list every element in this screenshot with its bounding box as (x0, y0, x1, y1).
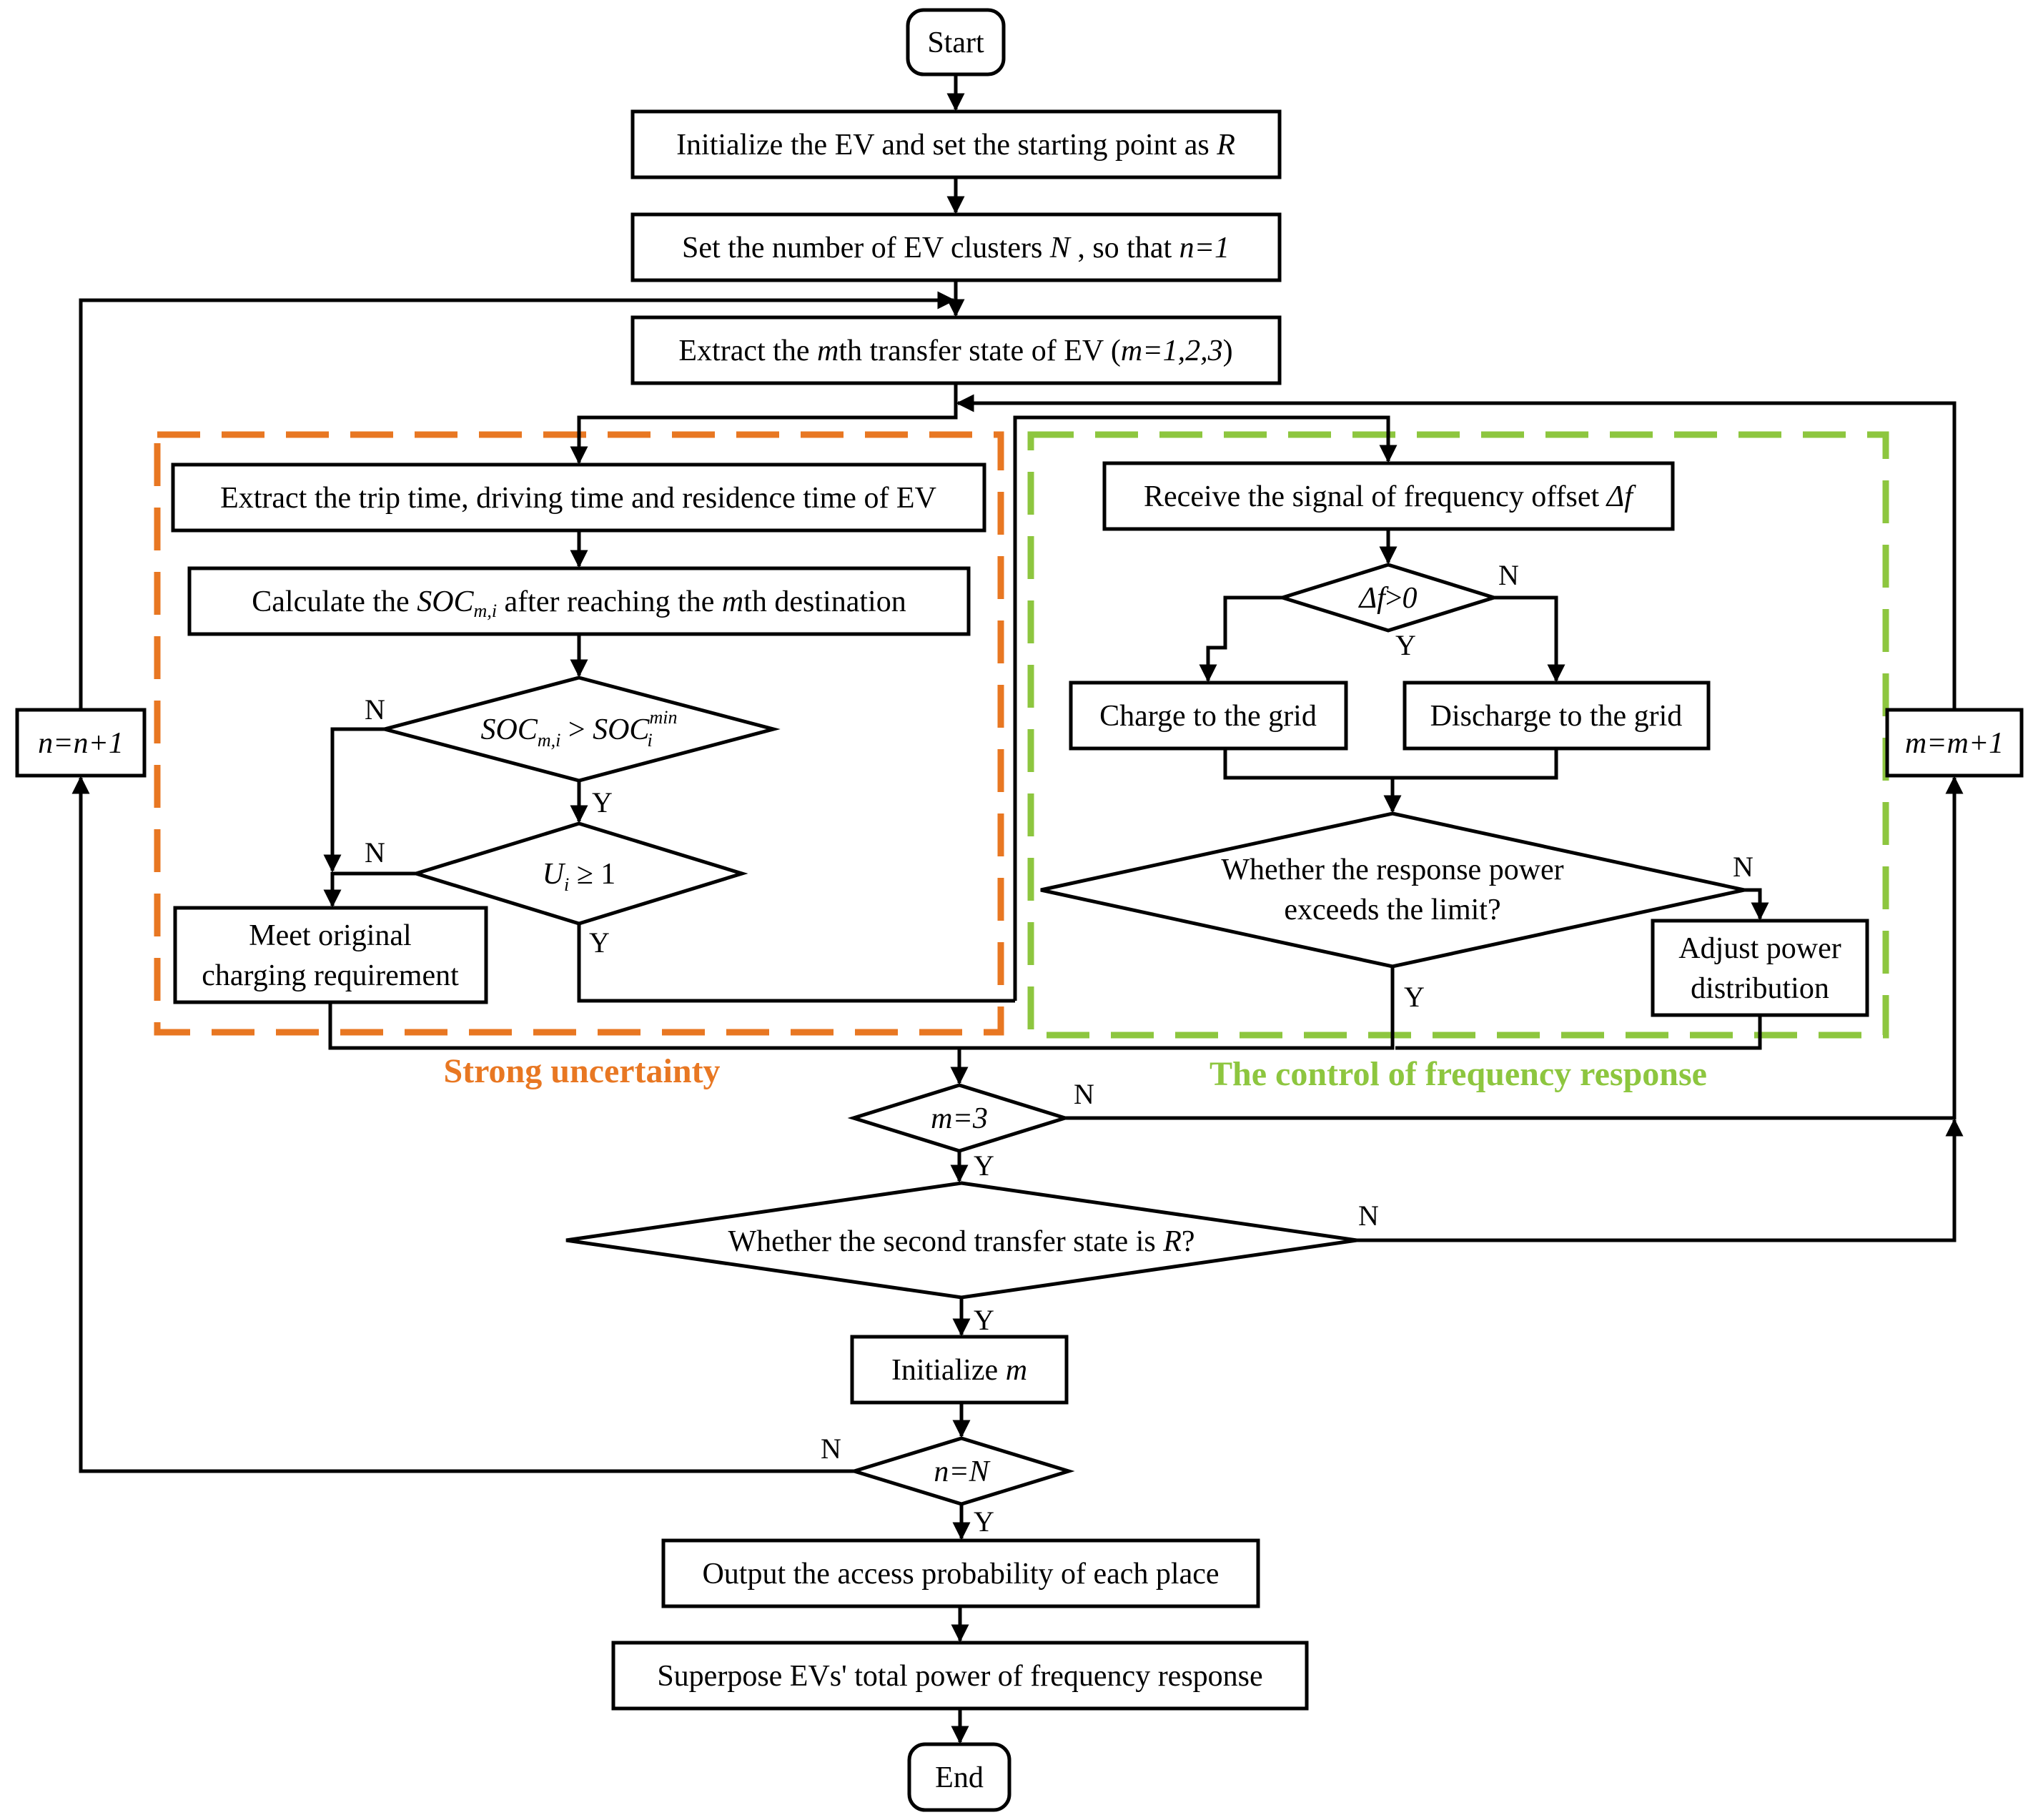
connector (956, 394, 1957, 710)
branch-label-yes: Y (592, 786, 613, 818)
branch-label-no: N (365, 693, 385, 726)
power-limit-line2: exceeds the limit? (1284, 894, 1500, 926)
branch-label-no: N (1358, 1200, 1379, 1232)
frequency-response-label: The control of frequency response (1210, 1055, 1707, 1093)
set-clusters-box (630, 212, 1282, 282)
connector (959, 966, 1395, 1050)
branch-label-yes: Y (589, 926, 610, 959)
m-decision-label: m=3 (931, 1102, 988, 1135)
connector (1065, 776, 1964, 1120)
branch-label-no: N (821, 1433, 841, 1465)
end-terminal (907, 1742, 1011, 1812)
adjust-power-box (1651, 919, 1869, 1017)
branch-label-yes: Y (1395, 629, 1416, 661)
connector (71, 776, 854, 1473)
branch-label-no: N (1498, 559, 1519, 591)
df-decision (1276, 563, 1500, 633)
n-decision-label: n=N (934, 1455, 990, 1488)
charge-label: Charge to the grid (1099, 700, 1317, 733)
second-state-label: Whether the second transfer state is R? (728, 1225, 1194, 1258)
init-m-box (850, 1335, 1069, 1405)
branch-label-no: N (1074, 1078, 1094, 1110)
connector (323, 727, 385, 873)
n-increment-box (15, 708, 147, 778)
charge-box (1069, 681, 1348, 751)
connector (1223, 748, 1393, 780)
init-m-label: Initialize m (891, 1354, 1027, 1387)
discharge-box (1403, 681, 1711, 751)
strong-uncertainty-label: Strong uncertainty (443, 1052, 720, 1090)
adjust-power-line2: distribution (1691, 972, 1829, 1005)
init-ev-box (630, 109, 1282, 179)
connector (1013, 415, 1398, 1001)
branch-label-no: N (1733, 851, 1753, 883)
adjust-power-line1: Adjust power (1678, 932, 1841, 965)
connector (1494, 595, 1565, 683)
connector (328, 1002, 969, 1085)
connector (1744, 888, 1769, 921)
meet-original-line2: charging requirement (202, 959, 459, 992)
output-prob-label: Output the access probability of each pl… (702, 1558, 1219, 1591)
discharge-label: Discharge to the grid (1430, 700, 1683, 733)
ui-decision-label: Ui ≥ 1 (543, 858, 616, 895)
meet-original-line1: Meet original (249, 919, 411, 952)
n-increment-label: n=n+1 (38, 727, 124, 760)
branch-label-yes: Y (974, 1149, 994, 1182)
init-ev-label: Initialize the EV and set the starting p… (676, 129, 1235, 162)
power-limit-line1: Whether the response power (1221, 854, 1563, 886)
meet-original-box (173, 906, 488, 1004)
receive-signal-box (1102, 461, 1675, 531)
branch-label-yes: Y (974, 1304, 994, 1336)
connector (1199, 595, 1282, 683)
branch-label-yes: Y (974, 1505, 994, 1538)
branch-label-yes: Y (1404, 981, 1425, 1013)
connector (577, 924, 1015, 1003)
connector (323, 871, 416, 908)
connector (1383, 748, 1558, 813)
branch-label-no: N (365, 836, 385, 869)
connector (570, 383, 958, 465)
connector (1395, 1015, 1762, 1050)
connector (1357, 1118, 1964, 1242)
power-limit-decision (1040, 811, 1745, 969)
calc-soc-label: Calculate the SOCm,i after reaching the … (252, 585, 906, 621)
start-label: Start (927, 26, 984, 59)
extract-trip-label: Extract the trip time, driving time and … (220, 482, 936, 515)
extract-state-label: Extract the mth transfer state of EV (m=… (678, 335, 1232, 367)
df-decision-label: Δf>0 (1357, 582, 1417, 615)
superpose-label: Superpose EVs' total power of frequency … (657, 1660, 1262, 1693)
connector (79, 291, 956, 710)
frequency-response-region (1027, 431, 1889, 1039)
end-label: End (935, 1761, 984, 1794)
set-clusters-label: Set the number of EV clusters N , so tha… (682, 232, 1230, 264)
m-increment-label: m=m+1 (1905, 727, 2004, 760)
receive-signal-label: Receive the signal of frequency offset Δ… (1144, 480, 1636, 513)
